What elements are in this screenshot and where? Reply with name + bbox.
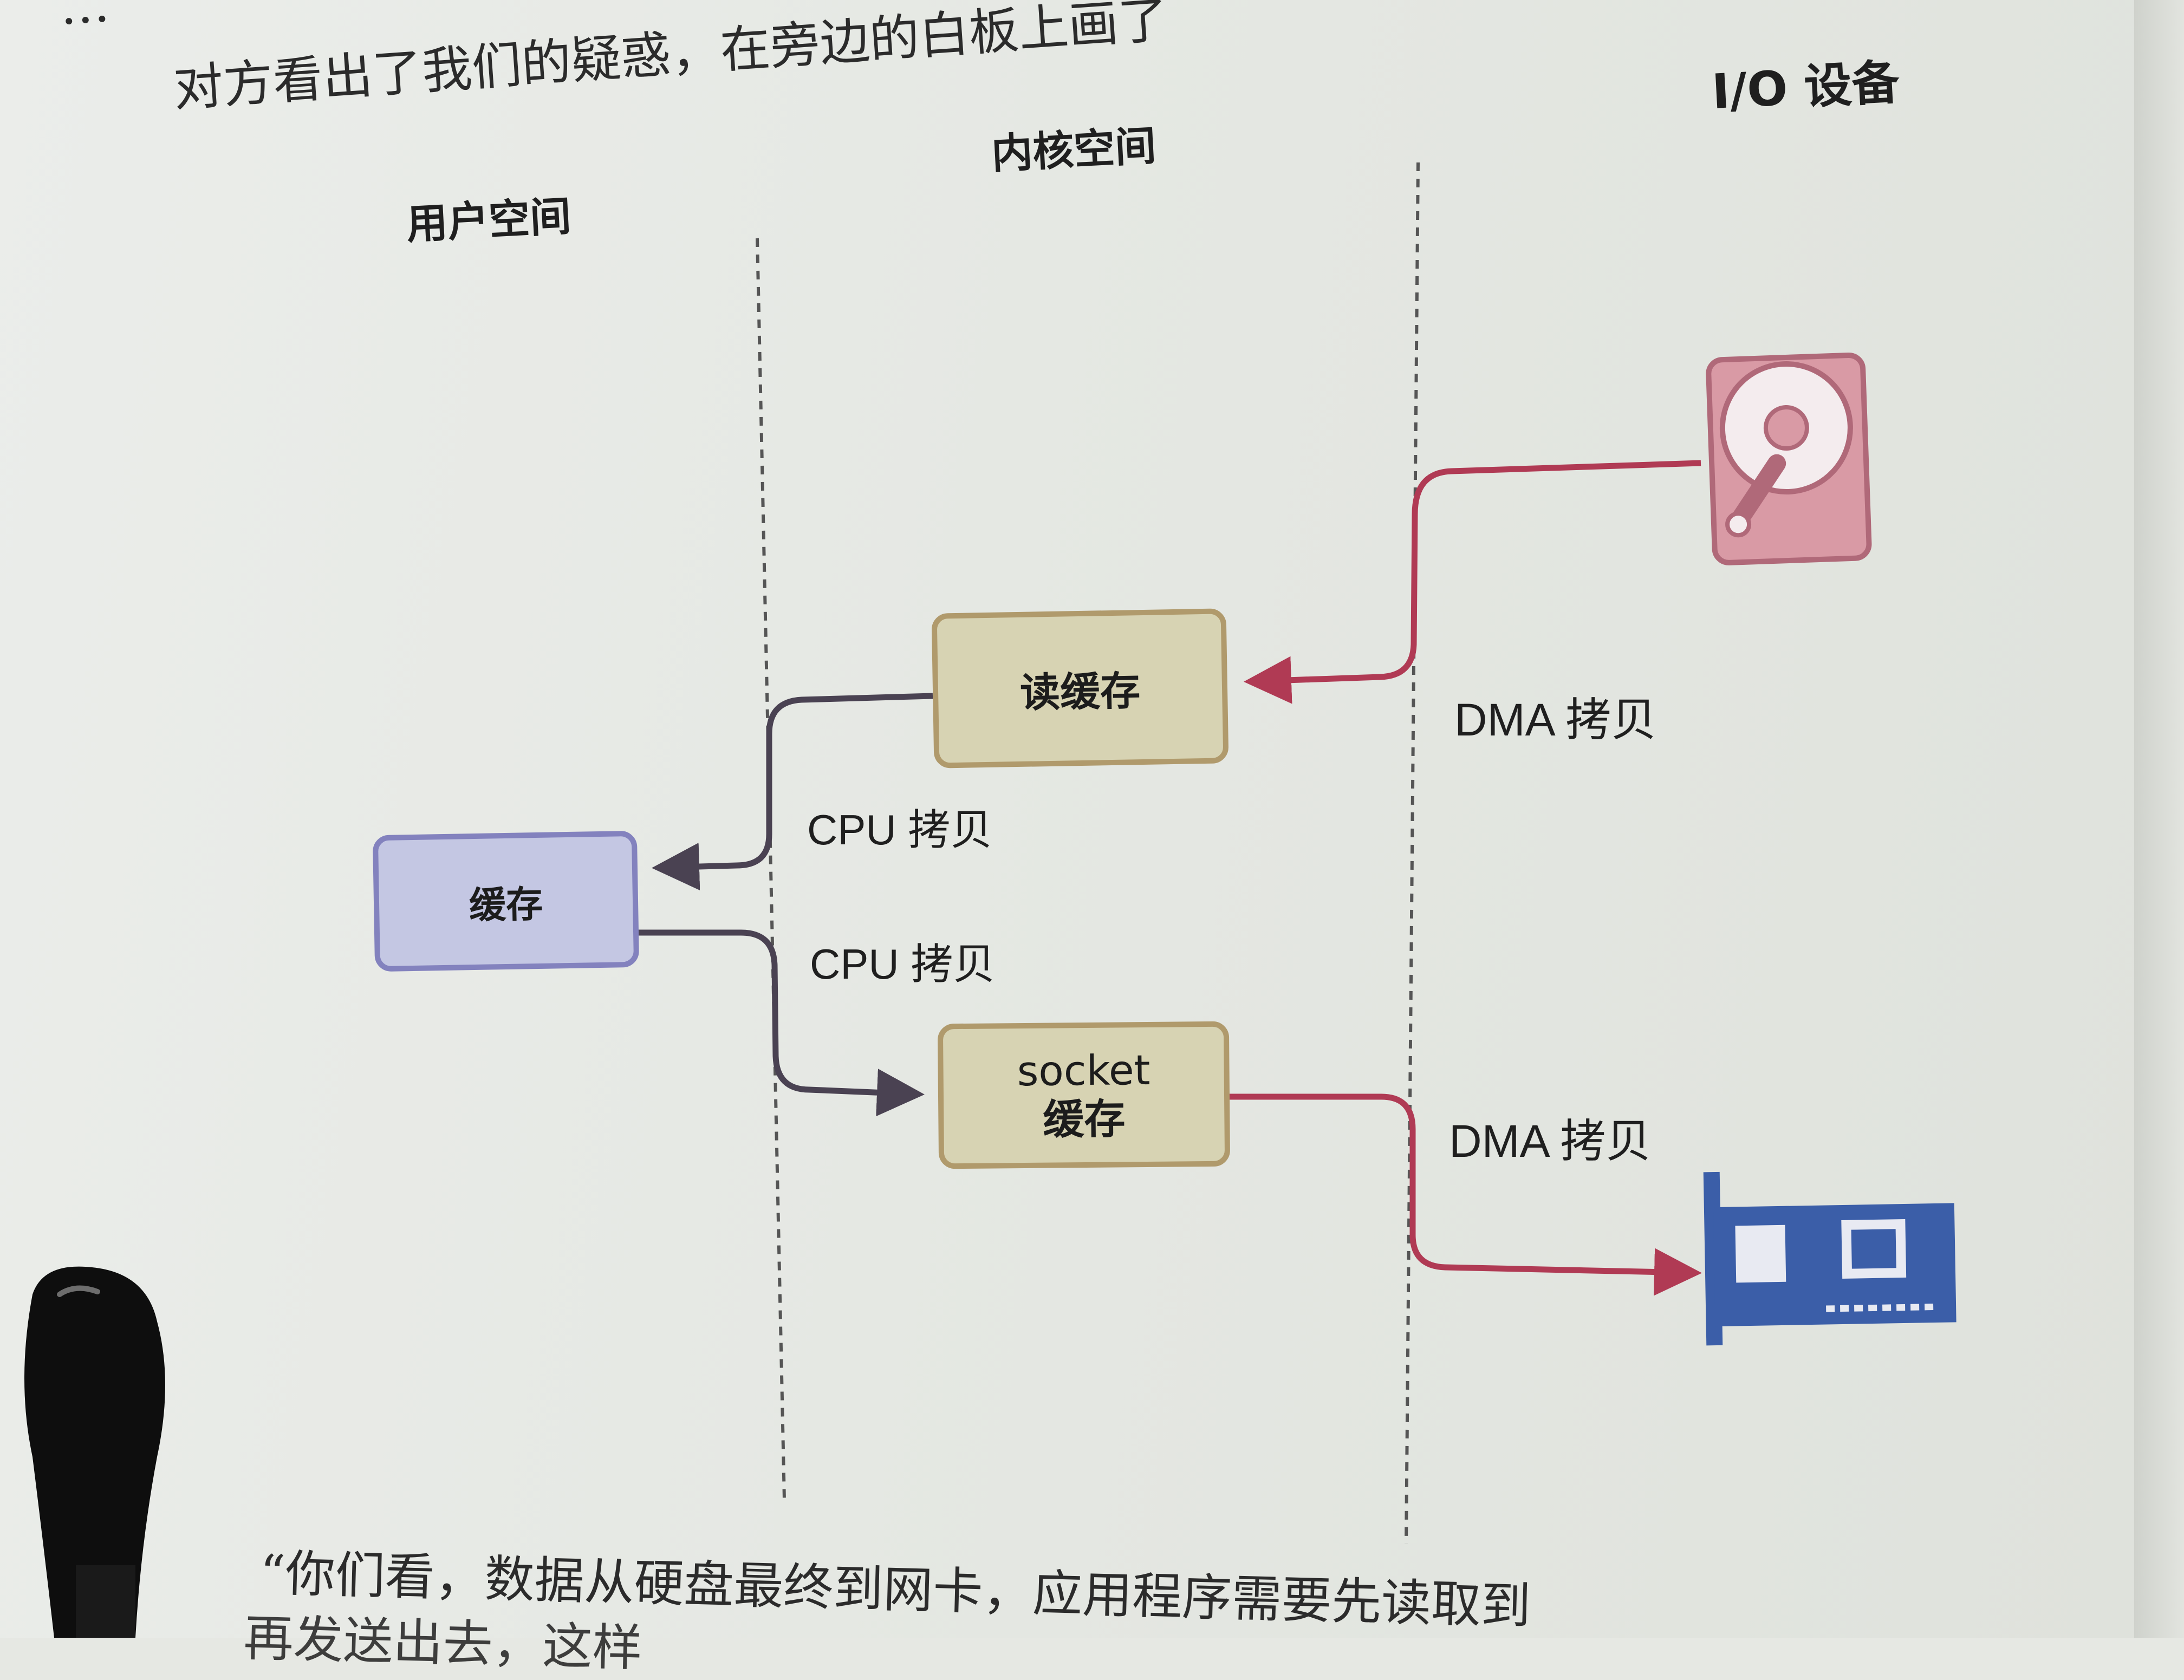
dma-arrow-disk-to-read [1244, 460, 1701, 704]
user-kernel-divider [756, 238, 786, 1501]
network-card-icon [1703, 1171, 1956, 1346]
read-buffer-node: 读缓存 [931, 608, 1229, 769]
book-page [0, 0, 2134, 1638]
page-edge [2134, 0, 2184, 1638]
user-buffer-label: 缓存 [469, 883, 543, 927]
socket-buffer-node: socket 缓存 [937, 1021, 1231, 1169]
following-paragraph-line-2: 再发送出去，这样 [243, 1609, 643, 1678]
socket-buffer-label-line1: socket [1017, 1045, 1150, 1096]
diagram-canvas [638, 162, 1956, 1544]
cpu-arrow-user-to-socket [638, 929, 925, 1117]
cpu-copy-label-read: CPU 拷贝 [807, 806, 993, 854]
pen-tip [24, 1266, 165, 1638]
kernel-io-divider [1405, 162, 1420, 1544]
dma-copy-label-write: DMA 拷贝 [1449, 1116, 1652, 1167]
cpu-arrow-read-to-user [652, 693, 933, 891]
cpu-copy-label-write: CPU 拷贝 [810, 940, 996, 988]
user-buffer-node: 缓存 [372, 830, 640, 972]
dma-arrow-socket-to-nic [1228, 1093, 1702, 1296]
hard-disk-icon [1706, 352, 1872, 565]
read-buffer-label: 读缓存 [1019, 667, 1141, 717]
socket-buffer-label-line2: 缓存 [1043, 1095, 1126, 1144]
dma-copy-label-read: DMA 拷贝 [1454, 694, 1657, 745]
